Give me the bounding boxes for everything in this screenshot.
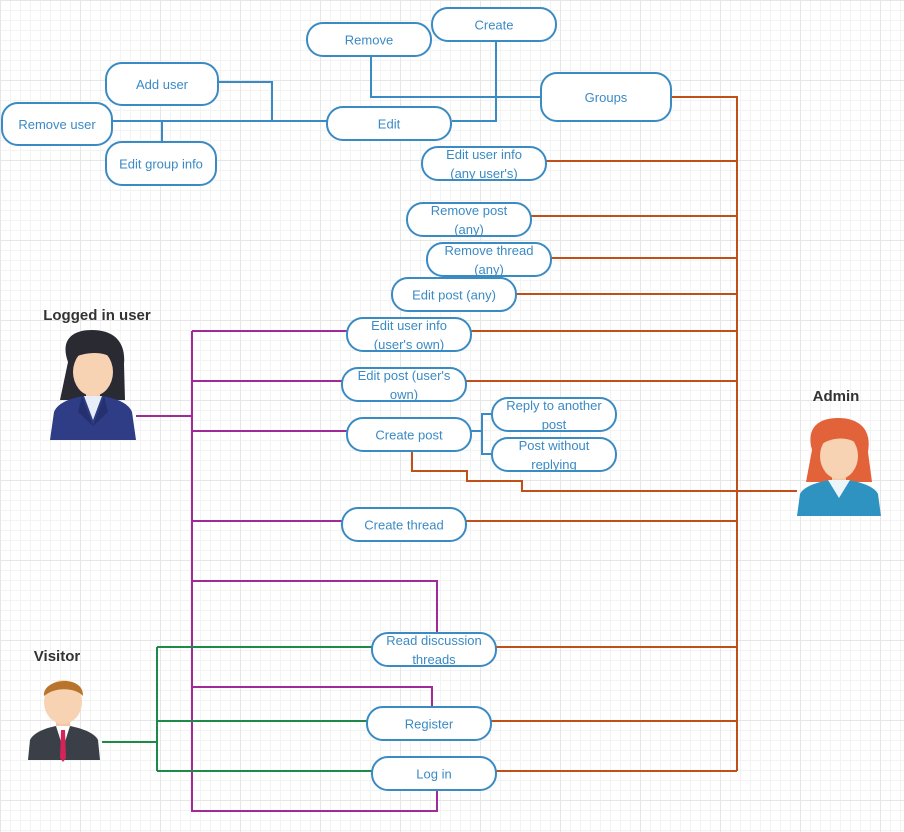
use-case-label: Post without: [519, 438, 590, 453]
use-case-label: Edit group info: [119, 157, 203, 172]
use-case-label: (user's own): [374, 337, 444, 352]
use-case-shape[interactable]: [105, 141, 217, 186]
use-case-label: (any): [474, 262, 504, 277]
use-case-shape[interactable]: [326, 106, 452, 141]
use-case-label: Read discussion: [386, 633, 481, 648]
use-case-remove-post-any[interactable]: Remove post (any): [406, 202, 532, 237]
visitor-figure: [28, 680, 100, 762]
use-case-label: Add user: [136, 77, 189, 92]
use-case-shape[interactable]: [431, 7, 557, 42]
use-case-edit-user-info-any[interactable]: Edit user info (any user's): [421, 146, 547, 181]
use-case-shape[interactable]: [105, 62, 219, 106]
use-case-label: Edit: [378, 117, 401, 132]
use-case-label: Edit post (user's: [358, 368, 451, 383]
use-case-shape[interactable]: [540, 72, 672, 122]
use-case-shape[interactable]: [406, 202, 532, 237]
use-case-label: replying: [531, 457, 577, 472]
use-case-label: threads: [412, 652, 456, 667]
logged-in-user-figure: [50, 330, 136, 440]
use-case-shape[interactable]: [426, 242, 552, 277]
use-case-add-user[interactable]: Add user: [105, 62, 219, 106]
use-case-create-thread[interactable]: Create thread: [341, 507, 467, 542]
use-case-label: Remove thread: [445, 243, 534, 258]
use-case-create-post[interactable]: Create post: [346, 417, 472, 452]
use-case-log-in[interactable]: Log in: [371, 756, 497, 791]
use-case-edit-post-own[interactable]: Edit post (user's own): [341, 367, 467, 402]
connector-line-group-25: [471, 413, 492, 432]
use-case-label: Remove: [345, 33, 393, 48]
use-case-reply-to-another-post[interactable]: Reply to another post: [491, 397, 617, 432]
use-case-label: Remove user: [18, 117, 96, 132]
use-case-label: Log in: [416, 767, 451, 782]
use-case-register[interactable]: Register: [366, 706, 492, 741]
connector-line-logged-18: [191, 331, 438, 812]
use-case-label: Reply to another: [506, 398, 602, 413]
connector-line-group-2: [218, 81, 327, 122]
use-case-label: (any): [454, 222, 484, 237]
use-case-shape[interactable]: [346, 317, 472, 352]
use-case-shape[interactable]: [1, 102, 113, 146]
use-case-label: post: [542, 417, 567, 432]
use-case-shape[interactable]: [341, 367, 467, 402]
use-case-remove-user[interactable]: Remove user: [1, 102, 113, 146]
use-case-shape[interactable]: [371, 632, 497, 667]
use-case-edit-user-info-own[interactable]: Edit user info (user's own): [346, 317, 472, 352]
use-case-shape[interactable]: [421, 146, 547, 181]
use-case-shape[interactable]: [306, 22, 432, 57]
use-case-remove-thread-any[interactable]: Remove thread (any): [426, 242, 552, 277]
use-case-label: Edit user info: [446, 147, 522, 162]
use-case-shape[interactable]: [391, 277, 517, 312]
logged-in-user-label: Logged in user: [43, 307, 151, 324]
connector-line-logged-23: [192, 580, 438, 633]
use-case-label: Remove post: [431, 203, 508, 218]
use-case-label: Register: [405, 717, 454, 732]
use-case-label: Edit post (any): [412, 288, 496, 303]
use-case-read-discussion-threads[interactable]: Read discussion threads: [371, 632, 497, 667]
use-case-label: Edit user info: [371, 318, 447, 333]
connector-line-admin-12: [411, 451, 797, 492]
use-case-shape[interactable]: [366, 706, 492, 741]
connector-line-group-1: [452, 40, 497, 122]
use-case-label: (any user's): [450, 166, 518, 181]
use-case-remove[interactable]: Remove: [306, 22, 432, 57]
connector-line-logged-24: [192, 686, 433, 707]
connector-line-group-0: [370, 55, 541, 98]
use-case-label: Groups: [585, 90, 628, 105]
use-case-groups[interactable]: Groups: [540, 72, 672, 122]
connector-line-group-26: [481, 431, 492, 455]
use-case-label: Create thread: [364, 518, 444, 533]
use-case-edit-group-info[interactable]: Edit group info: [105, 141, 217, 186]
use-case-post-without-replying[interactable]: Post without replying: [491, 437, 617, 472]
use-case-create[interactable]: Create: [431, 7, 557, 42]
use-case-shape[interactable]: [341, 507, 467, 542]
use-case-shape[interactable]: [491, 437, 617, 472]
use-case-edit[interactable]: Edit: [326, 106, 452, 141]
use-case-shape[interactable]: [346, 417, 472, 452]
use-case-shape[interactable]: [371, 756, 497, 791]
admin-label: Admin: [813, 388, 860, 405]
use-case-edit-post-any[interactable]: Edit post (any): [391, 277, 517, 312]
connector-line-admin-5: [671, 96, 738, 771]
visitor-label: Visitor: [34, 648, 81, 665]
use-case-label: own): [390, 387, 418, 402]
admin-figure: [797, 418, 881, 516]
use-case-shape[interactable]: [491, 397, 617, 432]
use-case-label: Create: [474, 18, 513, 33]
use-case-label: Create post: [375, 428, 443, 443]
